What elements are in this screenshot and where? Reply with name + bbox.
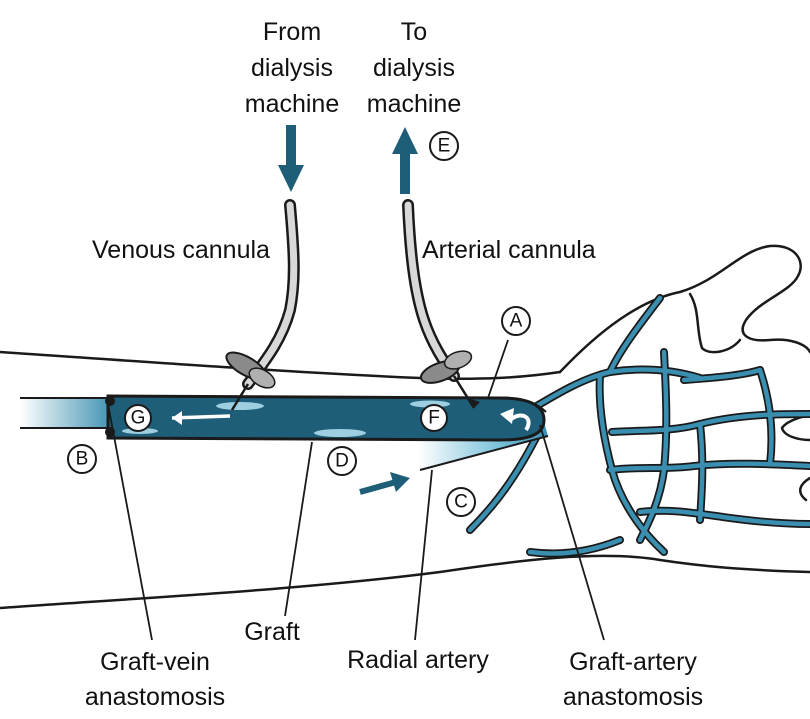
finger-contour-1	[782, 415, 810, 440]
arm-upper-contour	[0, 352, 560, 379]
svg-text:Graft-vein: Graft-vein	[100, 648, 210, 676]
svg-text:dialysis: dialysis	[251, 54, 333, 82]
flow-arrow-artery-in-icon	[360, 472, 410, 492]
label-to-dialysis: To dialysis machine	[367, 18, 462, 118]
arrow-up-icon	[392, 127, 418, 194]
svg-text:A: A	[510, 311, 523, 332]
label-venous-cannula: Venous cannula	[92, 236, 270, 264]
graft-vein-anastomosis-dot	[105, 396, 115, 406]
marker-c: C	[447, 488, 475, 516]
marker-b: B	[68, 445, 96, 473]
label-from-dialysis: From dialysis machine	[245, 18, 340, 118]
leader-graft-artery	[540, 425, 604, 640]
thumb-contour	[690, 294, 740, 352]
svg-text:machine: machine	[245, 90, 340, 118]
svg-text:B: B	[76, 449, 89, 470]
marker-f: F	[421, 405, 447, 431]
leader-a	[488, 340, 508, 398]
svg-text:Graft-artery: Graft-artery	[569, 648, 697, 676]
marker-d: D	[328, 447, 356, 475]
label-graft: Graft	[244, 618, 300, 646]
marker-g: G	[125, 405, 151, 431]
label-radial-artery: Radial artery	[347, 646, 489, 674]
svg-text:dialysis: dialysis	[373, 54, 455, 82]
svg-text:D: D	[335, 451, 349, 472]
hand-contour	[560, 246, 810, 372]
arrow-down-icon	[278, 125, 304, 192]
vein-segment	[20, 398, 115, 428]
svg-text:anastomosis: anastomosis	[563, 683, 703, 711]
svg-text:anastomosis: anastomosis	[85, 683, 225, 711]
leader-radial-artery	[415, 470, 432, 640]
svg-text:E: E	[438, 136, 451, 157]
svg-text:G: G	[131, 408, 146, 429]
marker-a: A	[502, 307, 530, 335]
finger-contour-2	[800, 478, 810, 500]
svg-text:To: To	[401, 18, 427, 46]
marker-e: E	[430, 132, 458, 160]
svg-text:F: F	[428, 408, 440, 429]
svg-text:C: C	[454, 492, 468, 513]
arm-lower-contour	[0, 556, 810, 608]
svg-text:machine: machine	[367, 90, 462, 118]
label-arterial-cannula: Arterial cannula	[422, 236, 596, 264]
leader-graft	[285, 442, 312, 616]
svg-text:From: From	[263, 18, 321, 46]
label-graft-artery-anastomosis: Graft-artery anastomosis	[563, 648, 703, 711]
label-graft-vein-anastomosis: Graft-vein anastomosis	[85, 648, 225, 711]
